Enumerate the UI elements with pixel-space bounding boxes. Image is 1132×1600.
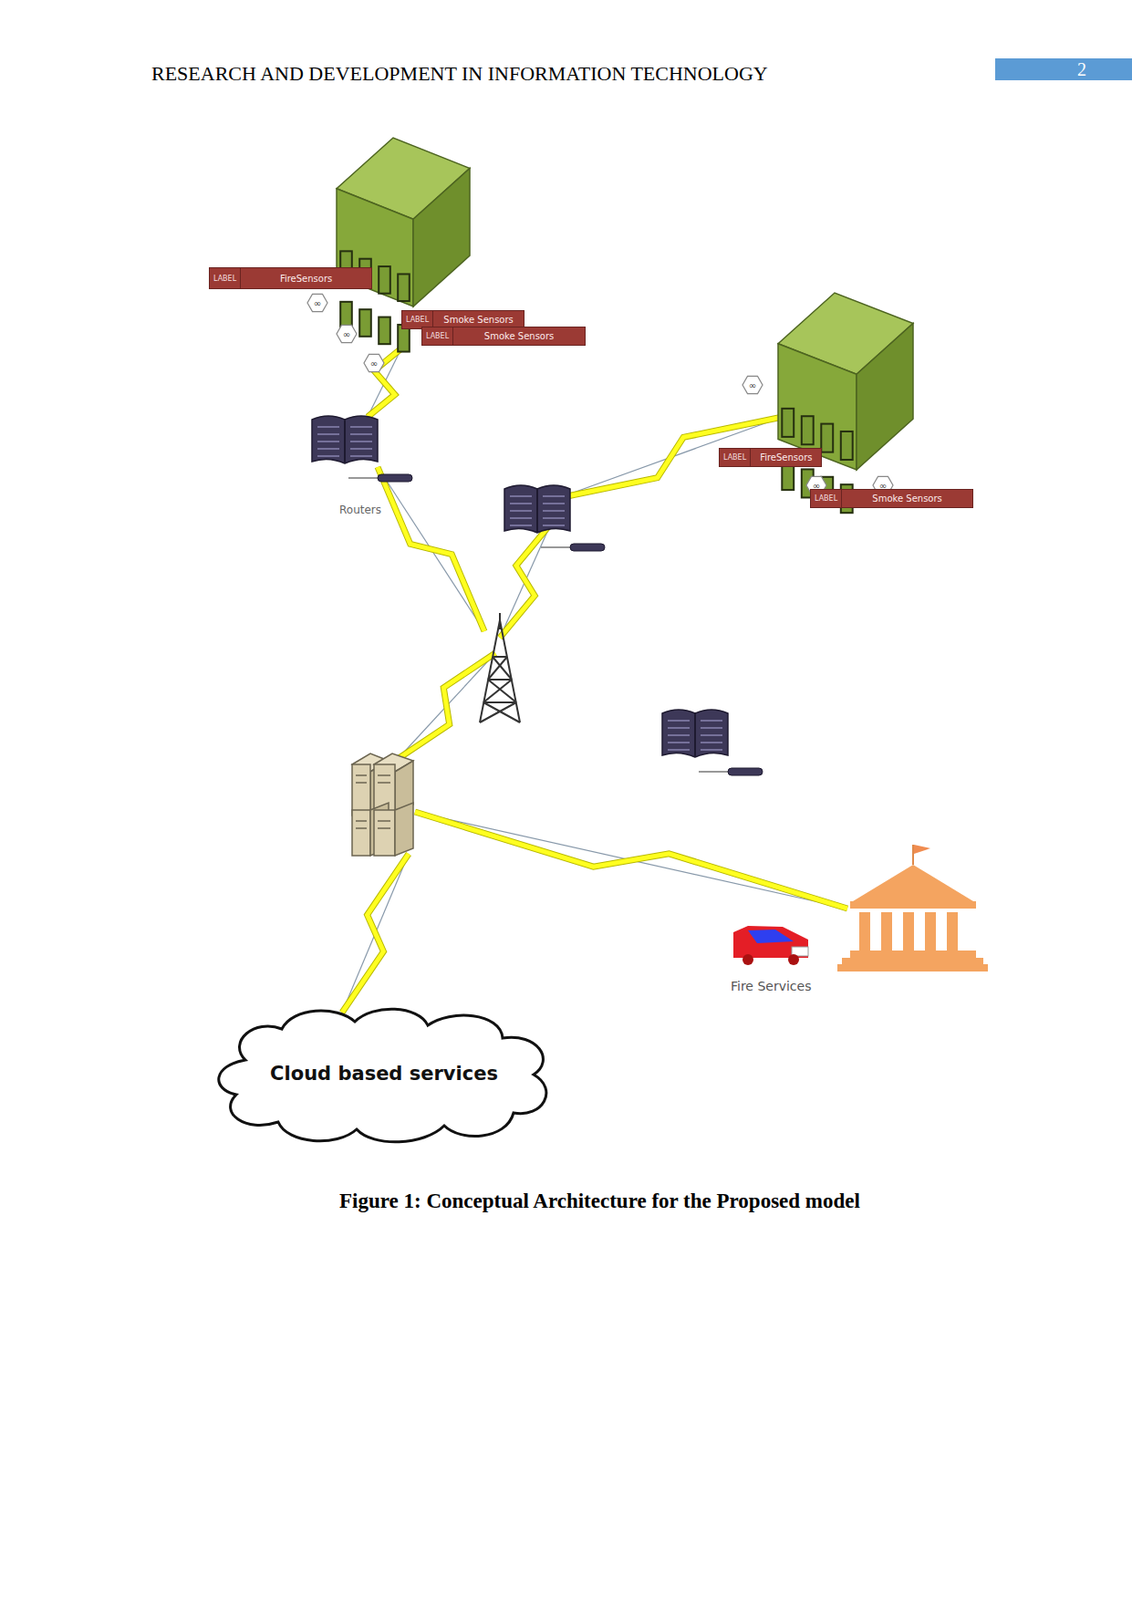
sensor-label-box: LABELSmoke Sensors [401, 309, 525, 329]
router-icon [311, 415, 413, 482]
lightning-bolt [367, 348, 402, 417]
label-box-fill: LABELFireSensors [718, 447, 822, 468]
link-line [377, 467, 485, 632]
lightning-edge [342, 853, 409, 1013]
sensor-label: FireSensors [750, 448, 821, 467]
router-icon [504, 485, 605, 551]
page-number: 2 [1077, 59, 1087, 81]
figure-caption: Figure 1: Conceptual Architecture for th… [339, 1189, 861, 1214]
lightning-bolt [499, 523, 551, 638]
sensor-glyph: ∞ [342, 329, 351, 340]
lightning-bolt [377, 467, 485, 632]
link-line [342, 853, 409, 1013]
sensor-icon [363, 353, 385, 372]
sensor-glyph: ∞ [748, 380, 757, 391]
sensor-glyph: ∞ [313, 298, 322, 309]
lightning-bolt [415, 811, 848, 909]
window [801, 415, 814, 445]
sensor-icon [307, 293, 328, 312]
label-box-fill: LABELFireSensors [208, 267, 373, 290]
sensor-icon [742, 375, 763, 394]
label-box-fill: LABELSmoke Sensors [810, 488, 974, 509]
cloud-shape: Cloud based services [208, 1005, 560, 1146]
label-tag: LABEL [719, 448, 751, 467]
fire-station [837, 844, 988, 972]
label-box-fill: LABELSmoke Sensors [421, 326, 586, 346]
sensor-glyph: ∞ [370, 358, 378, 369]
window [397, 273, 410, 302]
sensor-icons: ∞∞∞∞∞∞ [307, 293, 894, 494]
sensor-label-box: LABELFireSensors [718, 446, 823, 467]
buildings [336, 137, 914, 513]
tower [479, 612, 520, 723]
side-face [413, 167, 470, 307]
link-line [415, 811, 848, 909]
lightning-bolt [397, 653, 496, 759]
sensor-label: FireSensors [240, 268, 372, 289]
router-label: Routers [339, 503, 382, 517]
page-header: RESEARCH AND DEVELOPMENT IN INFORMATION … [151, 62, 769, 86]
window [378, 266, 391, 294]
cloud-label: Cloud based services [208, 1062, 560, 1085]
fire-services-label: Fire Services [730, 978, 811, 994]
lightning-edge [397, 653, 496, 759]
page-number-bar [995, 58, 1132, 81]
label-tag: LABEL [422, 327, 454, 345]
sensor-label: Smoke Sensors [453, 327, 585, 345]
label-tag: LABEL [209, 268, 241, 289]
link-line [397, 653, 496, 759]
lightning-edge [377, 467, 485, 632]
router-icon [662, 709, 763, 776]
sensor-label: Smoke Sensors [841, 489, 973, 508]
window [378, 317, 391, 345]
lightning-edge [499, 523, 551, 638]
window [359, 309, 372, 337]
side-face [856, 322, 914, 470]
server-stack [352, 753, 414, 856]
building [778, 292, 914, 513]
wireless-links [342, 348, 848, 1013]
sensor-icon [336, 324, 357, 343]
sensor-label-box: LABELSmoke Sensors [810, 488, 974, 508]
lightning-bolt [342, 853, 409, 1013]
window [841, 431, 853, 460]
lightning-edge [367, 348, 402, 417]
lightning-edge [415, 811, 848, 909]
link-line [367, 348, 402, 417]
link-line [499, 523, 551, 638]
fire-car [733, 925, 809, 966]
sensor-label-box: LABELSmoke Sensors [421, 325, 586, 345]
window [820, 424, 833, 453]
label-tag: LABEL [810, 489, 842, 508]
sensor-label-box: LABELFireSensors [208, 267, 373, 290]
window [781, 408, 794, 437]
router-icons [311, 415, 763, 776]
